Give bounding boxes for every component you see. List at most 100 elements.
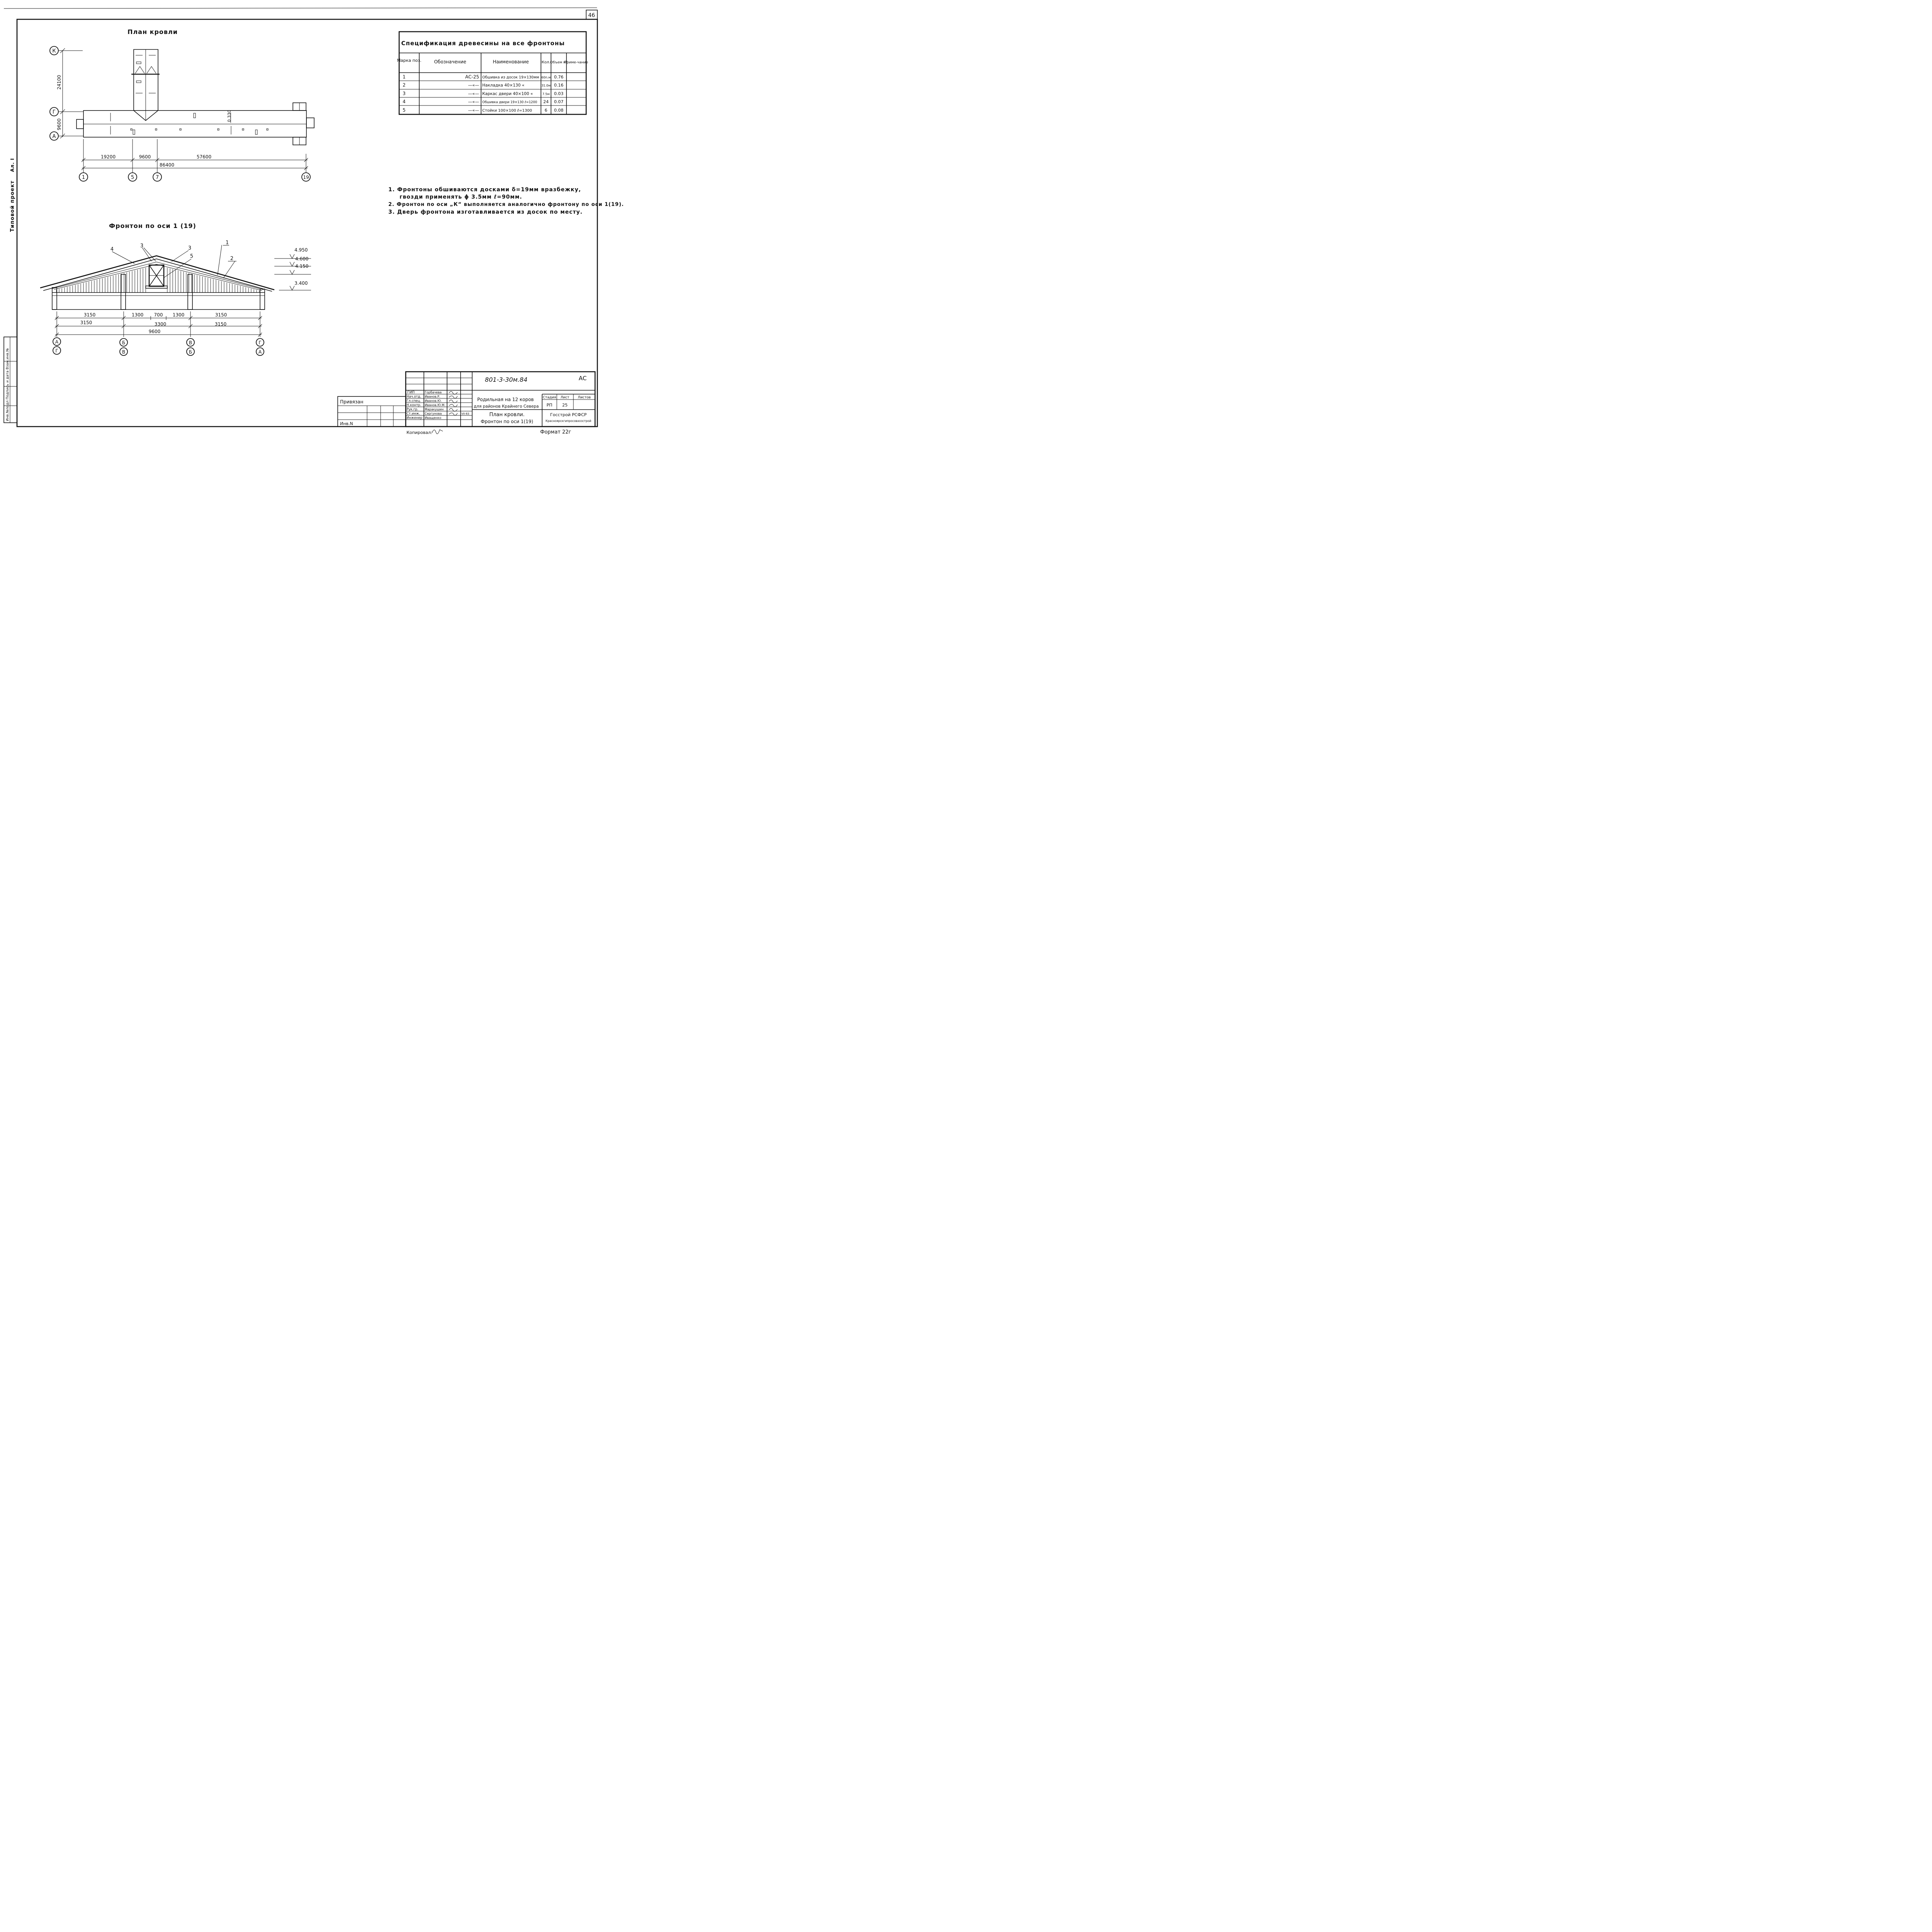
spec-row-volume: 0.07: [554, 99, 564, 104]
spec-row-name: Стойки 100×100 ℓ=1300: [482, 109, 532, 113]
gable-dim-3300: 3300: [155, 321, 167, 327]
project-title-1: Родильная на 12 коров: [477, 397, 534, 402]
axis-label-5: 5: [131, 175, 134, 180]
project-title-2: для районов Крайнего Севера: [474, 404, 539, 409]
stamp-date: VII-83: [461, 412, 469, 415]
roof-dim-57600: 57600: [197, 154, 211, 160]
gable-level-marks: 4.950 4.600 4.150 3.400: [274, 247, 311, 291]
stamp-name: Иванов.Р.: [425, 395, 440, 398]
spec-row-mark: 3: [403, 91, 406, 96]
spec-row-designation: —«—: [468, 99, 479, 104]
sheet-title-2: Фронтон по оси 1(19): [481, 419, 533, 424]
gable-callout-3a: 3: [140, 243, 143, 249]
spec-row-name: Накладка 40×130 «: [482, 83, 524, 88]
spec-row-qty: 7.5м: [543, 92, 550, 96]
spec-header-mark: Марка поз.: [397, 58, 421, 63]
inv-label: Инв.N: [340, 421, 353, 426]
stamp-role: Инженер: [406, 416, 422, 420]
spec-row-designation: АС-25: [465, 74, 479, 80]
stamp-role: Н.контр.: [406, 403, 421, 407]
spec-row-qty: 60п.м: [541, 76, 551, 79]
page-number: 46: [588, 12, 595, 19]
gable-cladding-boards: [56, 267, 260, 293]
gable-callout-3b: 3: [188, 245, 191, 251]
spec-row-mark: 5: [403, 107, 406, 113]
roof-dim-19200: 19200: [101, 154, 116, 160]
stamp-role: Ст.инж.: [406, 412, 420, 416]
roof-axes-vertical: К Г А: [49, 46, 63, 141]
roof-horizontal-dims: 19200 9600 57600 86400: [81, 139, 308, 173]
drawing-mark: АС: [579, 375, 587, 382]
spec-row-designation: —«—: [468, 91, 479, 96]
gable-callout-1: 1: [226, 240, 229, 246]
spec-row-mark: 4: [403, 99, 406, 104]
gable-dim-1300b: 1300: [173, 312, 185, 318]
general-notes: 1. Фронтоны обшиваются досками δ=19мм вр…: [388, 187, 624, 215]
drawing-canvas: 46 Типовой проект Ал. I Инв.№подл Подпис…: [3, 7, 624, 435]
note-line: 1. Фронтоны обшиваются досками δ=19мм вр…: [388, 187, 581, 193]
sheet-value: 25: [562, 403, 568, 408]
spec-row-mark: 2: [403, 82, 406, 88]
spec-row: 5 —«— Стойки 100×100 ℓ=1300 6 0.08: [403, 107, 563, 113]
spec-table: Спецификация древесины на все фронтоны М…: [397, 31, 588, 115]
drawing-sheet: 46 Типовой проект Ал. I Инв.№подл Подпис…: [0, 0, 624, 442]
stamp-roles: ГИП Нач.отд. Гл.спец. Н.контр. Рук.гр. С…: [406, 391, 422, 420]
spec-row-mark: 1: [403, 74, 406, 80]
axis-label-K: К: [52, 48, 56, 54]
gable-dim-3150c: 3150: [80, 320, 92, 325]
gable-axis-top-B: Б: [122, 340, 125, 345]
axis-label-19: 19: [303, 175, 309, 180]
spec-row-qty: 6: [545, 108, 548, 113]
roof-main-building: 0.330: [76, 102, 315, 145]
sheet-header: Лист: [561, 396, 570, 400]
spec-row-name: Обшивка из досок 19×130мм: [482, 75, 539, 80]
gable-dim-1300a: 1300: [132, 312, 144, 318]
drawing-code: 801-3-30м.84: [485, 376, 527, 383]
spec-row-name: Обшивка двери 19×130 ℓ=1200: [482, 100, 537, 104]
level-4600: 4.600: [295, 256, 308, 262]
spec-header-designation: Обозначение: [434, 59, 466, 65]
level-4150: 4.150: [295, 264, 308, 269]
gable-dim-9600: 9600: [149, 329, 161, 334]
axis-label-A: А: [53, 134, 56, 139]
roof-dim-9600-h: 9600: [139, 154, 151, 160]
gable-axis-bottom-G: Г: [55, 348, 58, 354]
format-label: Формат 22г: [540, 429, 571, 435]
spec-header-note: Приме-чание: [564, 61, 588, 65]
gable-dims: 3150 1300 700 1300 3150 3150 3300 3150 9…: [54, 311, 262, 337]
gable-dim-3150b: 3150: [215, 312, 227, 318]
gable-axis-top-G: Г: [259, 340, 261, 345]
spec-row-volume: 0.03: [554, 91, 564, 96]
side-label-project: Типовой проект: [10, 180, 15, 232]
spec-row: 1 АС-25 Обшивка из досок 19×130мм 60п.м …: [403, 74, 563, 80]
spec-row-qty: 31.0м: [541, 84, 551, 87]
axis-label-1: 1: [82, 175, 85, 180]
gable-dim-700: 700: [154, 312, 163, 318]
stamp-role: Рук.гр.: [406, 408, 418, 412]
gable-dim-3150d: 3150: [215, 321, 227, 327]
gable-callout-2: 2: [230, 256, 233, 262]
roof-dim-24100: 24100: [56, 75, 62, 90]
gable-axis-top-A: А: [55, 339, 59, 345]
level-3400: 3.400: [294, 281, 308, 286]
sheets-header: Листов: [578, 396, 591, 400]
gable-axis-bottom-B: Б: [189, 349, 192, 355]
stamp-name: Сергунова: [425, 412, 442, 415]
stamp-role: ГИП: [407, 391, 415, 395]
org-name-1: Госстрой РСФСР: [550, 412, 587, 417]
sheet-title-1: План кровли.: [489, 412, 524, 418]
roof-axes-horizontal: 1 5 7 19: [79, 172, 311, 182]
roof-plan: План кровли: [49, 28, 315, 182]
spec-row: 2 —«— Накладка 40×130 « 31.0м 0.16: [403, 82, 563, 88]
spec-row-volume: 0.08: [554, 108, 564, 113]
gable-callout-5: 5: [190, 253, 193, 259]
roof-vertical-wing: [131, 49, 160, 121]
stage-value: РП: [547, 403, 553, 408]
spec-row-volume: 0.16: [554, 83, 564, 88]
side-stamp: Инв.№подл Подпись и дата Взам.инв.№: [6, 348, 10, 421]
org-name-2: Красноярскгипросовхозстрой: [546, 419, 591, 423]
roof-plan-title: План кровли: [128, 28, 178, 36]
roof-dim-9600: 9600: [56, 118, 62, 130]
spec-row-name: Каркас двери 40×100 «: [482, 92, 533, 96]
title-block: Привязан Инв.N 801-3-30м.84 АС ГИП Нач.о…: [337, 371, 596, 427]
